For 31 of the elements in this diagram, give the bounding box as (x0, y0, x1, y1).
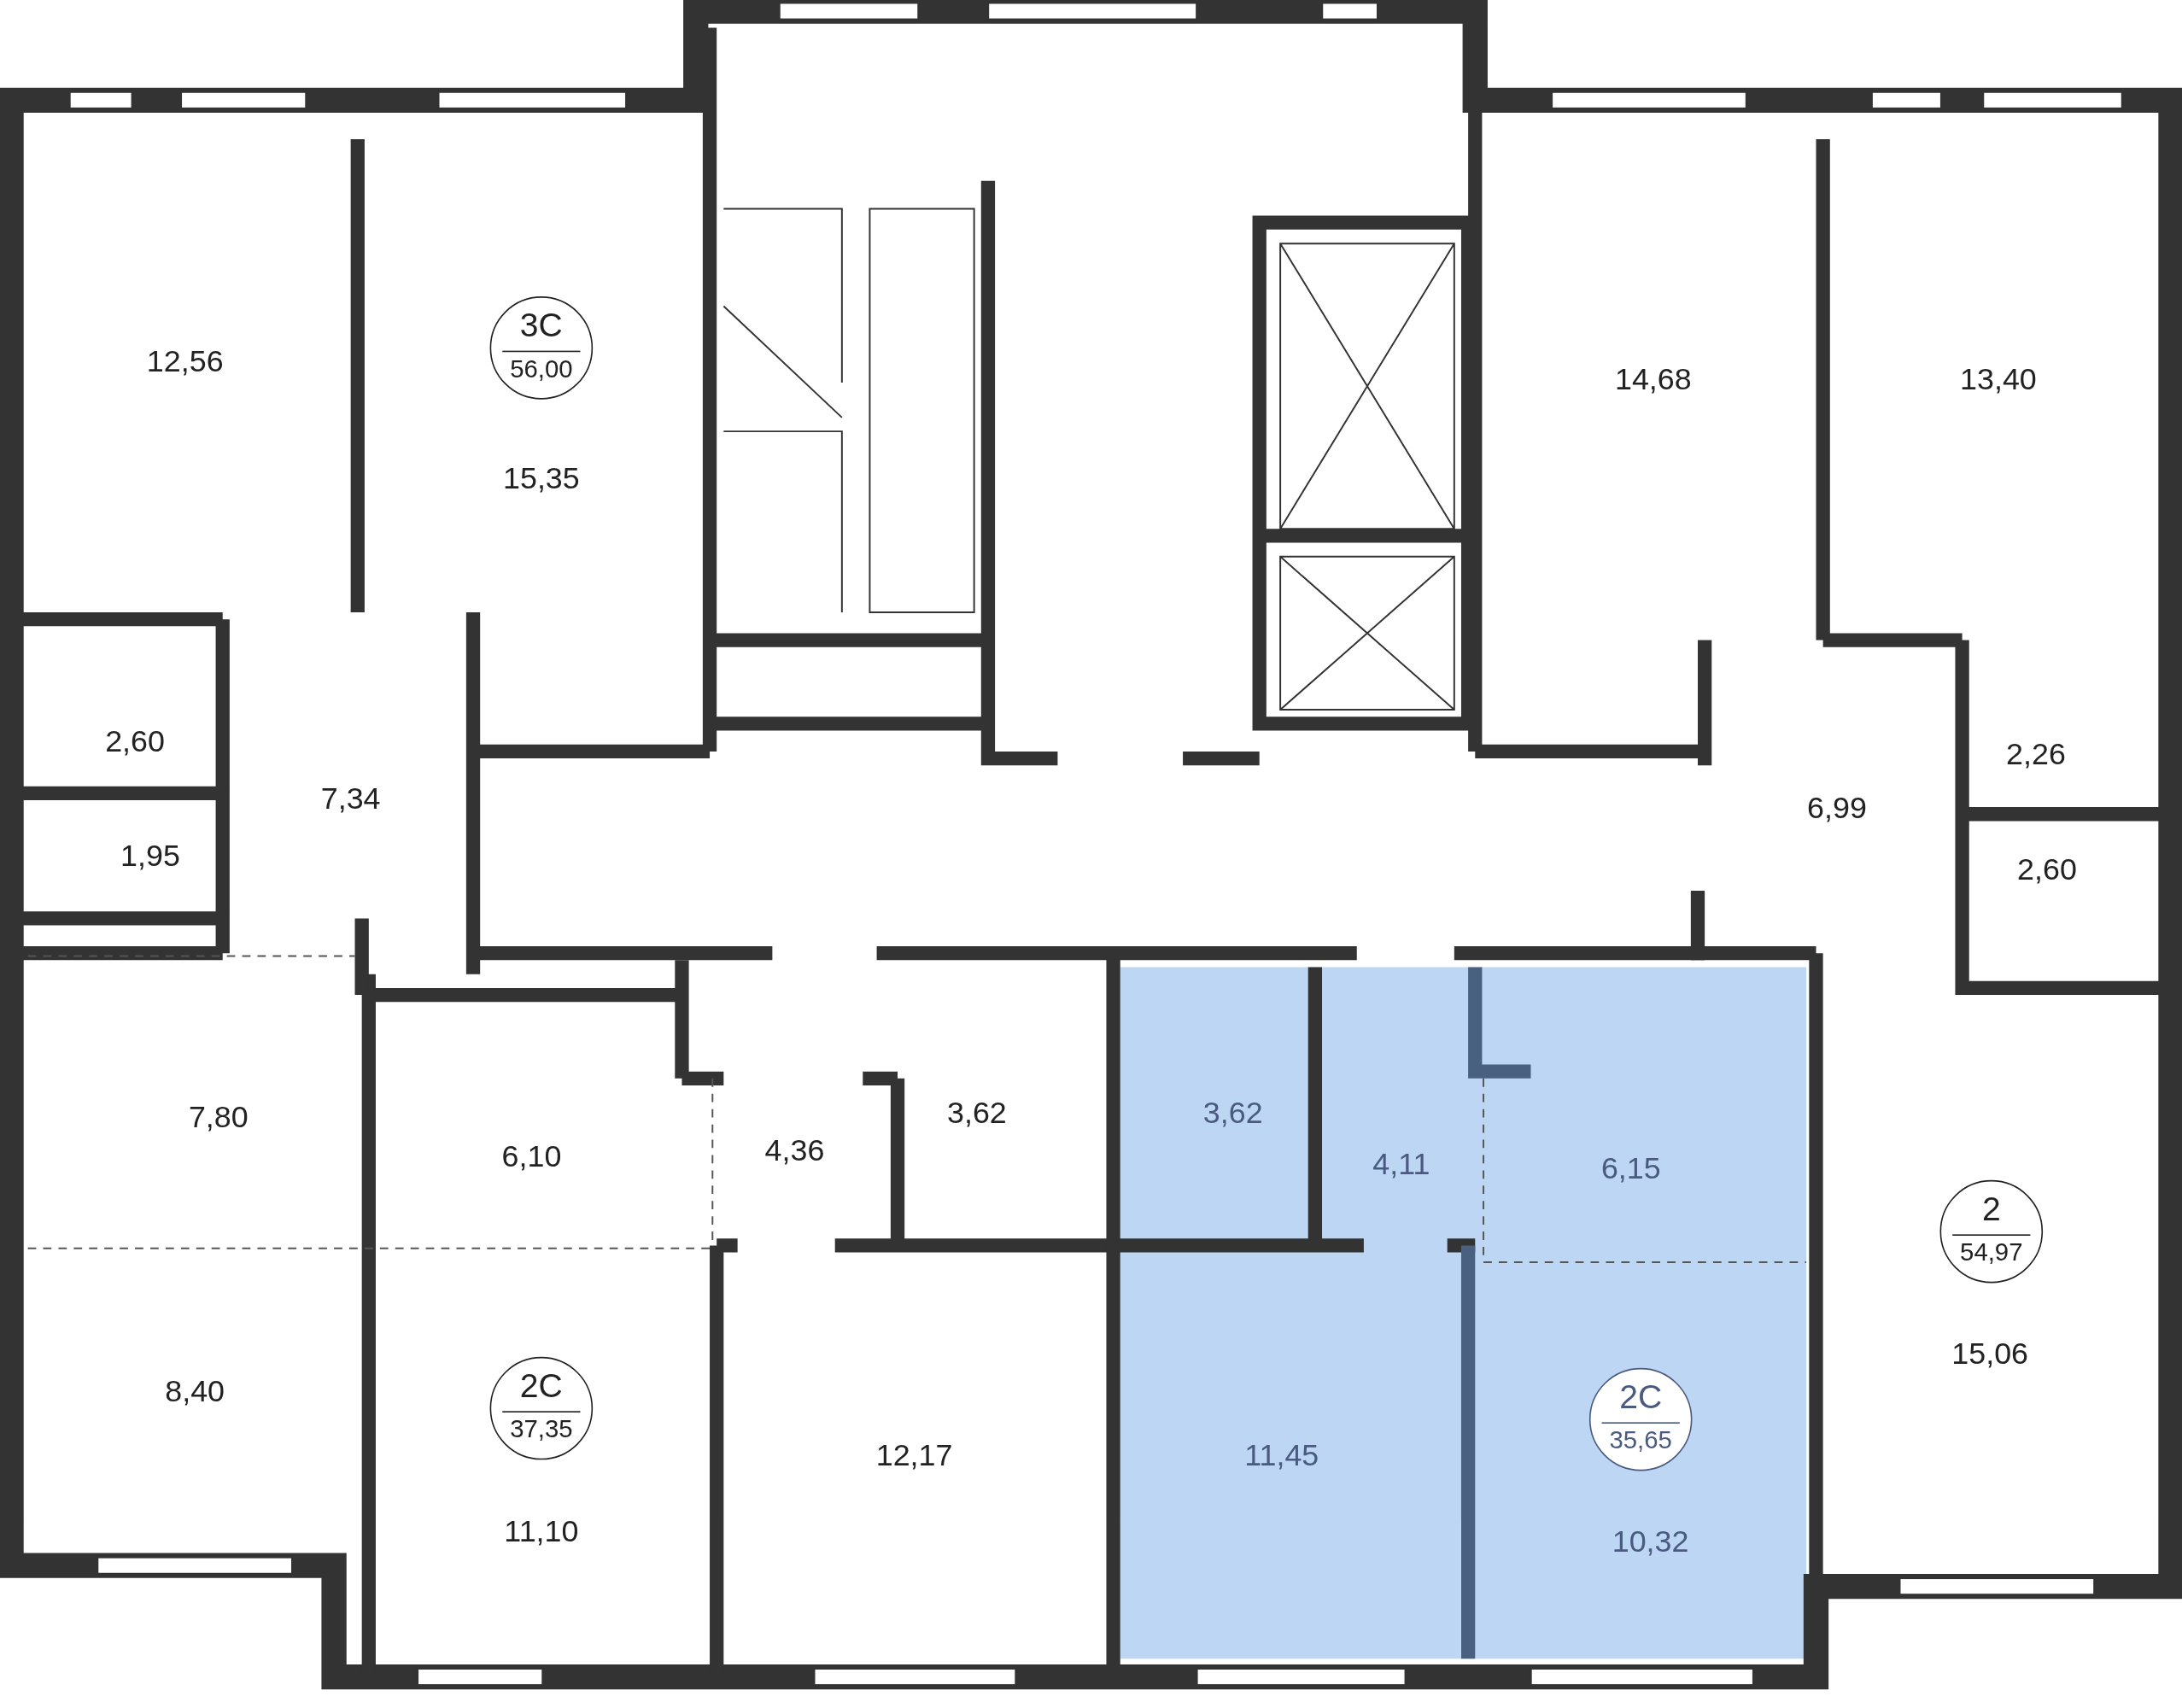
room-area-label: 8,40 (165, 1376, 225, 1407)
room-area-label: 6,10 (501, 1141, 562, 1173)
room-area-label: 4,36 (764, 1135, 825, 1167)
room-area-label: 14,68 (1615, 364, 1692, 395)
room-area-label: 7,80 (188, 1102, 249, 1133)
apartment-type-text: 2 (1980, 1192, 2002, 1226)
room-area-label: 6,99 (1807, 793, 1867, 824)
apartment-area-text: 54,97 (1952, 1234, 2031, 1266)
apartment-area-text: 56,00 (502, 350, 581, 382)
apartment-type-text: 2С (1618, 1380, 1664, 1414)
room-area-label: 12,56 (146, 346, 224, 377)
room-area-label: 3,62 (947, 1097, 1007, 1129)
apartment-type-text: 2С (518, 1369, 564, 1403)
room-area-label: 15,35 (503, 463, 580, 494)
room-area-label: 2,60 (2017, 854, 2077, 886)
room-area-label: 4,11 (1372, 1149, 1430, 1180)
room-area-label: 15,06 (1951, 1338, 2029, 1370)
room-area-label: 2,60 (105, 726, 165, 757)
apartment-area-text: 37,35 (502, 1411, 581, 1442)
room-area-label: 11,10 (504, 1517, 579, 1547)
room-area-label: 12,17 (875, 1440, 953, 1471)
room-area-label: 6,15 (1600, 1153, 1661, 1184)
apartment-area-text: 35,65 (1601, 1422, 1680, 1454)
room-area-label: 10,32 (1612, 1526, 1689, 1558)
room-area-label: 13,40 (1960, 364, 2037, 395)
room-area-label: 3,62 (1202, 1097, 1263, 1129)
room-area-label: 1,95 (120, 840, 180, 872)
room-area-label: 7,34 (320, 783, 381, 815)
room-area-label: 2,26 (2006, 739, 2066, 770)
room-area-label: 11,45 (1244, 1440, 1319, 1471)
apartment-type-text: 3С (518, 308, 564, 342)
